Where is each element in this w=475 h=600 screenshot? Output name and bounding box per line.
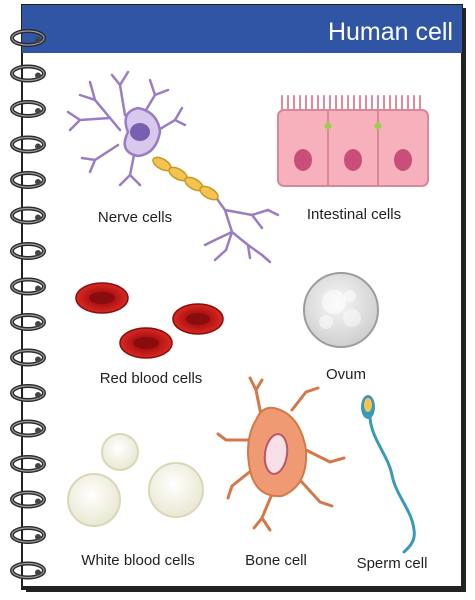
intestinal-cells-label: Intestinal cells [306, 206, 402, 223]
spiral-ring-icon [10, 206, 46, 225]
nerve-cell-nucleus [130, 123, 150, 141]
nerve-axon-myelin [152, 156, 219, 201]
spiral-ring-icon [10, 561, 46, 580]
spiral-ring-icon [10, 29, 46, 47]
red-blood-cells-label: Red blood cells [99, 370, 203, 387]
spiral-ring-icon [10, 100, 46, 118]
spiral-ring-icon [10, 135, 46, 154]
spiral-binding [10, 29, 46, 580]
nerve-cell-icon [66, 70, 280, 264]
spiral-ring-icon [10, 384, 46, 402]
red-blood-cell-icon [75, 282, 224, 359]
spiral-ring-icon [10, 277, 46, 296]
bone-cell-label: Bone cell [245, 552, 307, 569]
sperm-cell-icon [361, 395, 416, 554]
spiral-ring-icon [10, 419, 46, 438]
sperm-cell-label: Sperm cell [356, 555, 428, 572]
page-bottom-edge [22, 586, 462, 589]
header-bar [22, 5, 462, 53]
spiral-ring-icon [10, 242, 46, 260]
spiral-ring-icon [10, 526, 46, 544]
spiral-ring-icon [10, 313, 46, 331]
bone-cell-icon [216, 376, 346, 532]
page-title: Human cell [327, 18, 453, 46]
white-blood-cells-label: White blood cells [81, 552, 195, 569]
ovum-label: Ovum [325, 366, 367, 383]
spiral-ring-icon [10, 171, 46, 189]
white-blood-cell-icon [67, 433, 204, 527]
bone-cell-nucleus [263, 433, 289, 475]
ovum-icon [303, 272, 379, 348]
intestinal-cell-icon [277, 95, 429, 187]
spiral-ring-icon [10, 348, 46, 367]
spiral-ring-icon [10, 490, 46, 509]
nerve-cells-label: Nerve cells [97, 209, 173, 226]
spiral-ring-icon [10, 64, 46, 83]
spiral-ring-icon [10, 455, 46, 473]
